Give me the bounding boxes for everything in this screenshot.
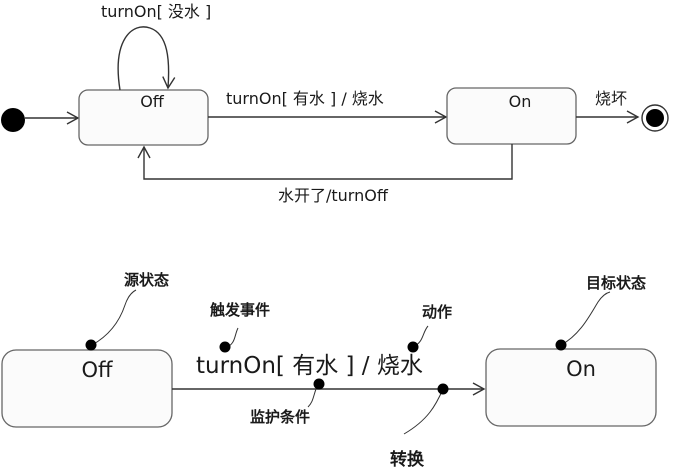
on-to-off-label: 水开了/turnOff xyxy=(278,186,388,205)
annotation-target-state: 目标状态 xyxy=(586,274,647,292)
dot-target-state xyxy=(555,339,567,351)
dot-guard-condition xyxy=(313,378,325,390)
transition-label: turnOn[ 有水 ] / 烧水 xyxy=(196,353,423,379)
on-to-final-label: 烧坏 xyxy=(595,89,628,108)
leader-source-state xyxy=(91,289,137,346)
annotation-transition: 转换 xyxy=(390,450,424,470)
dot-action xyxy=(407,341,419,353)
annotation-source-state: 源状态 xyxy=(124,271,170,289)
self-loop-arrow xyxy=(117,26,176,91)
off-to-on-label: turnOn[ 有水 ] / 烧水 xyxy=(226,89,384,108)
dot-transition xyxy=(437,383,449,395)
initial-state-dot xyxy=(1,108,25,132)
dot-trigger-event xyxy=(219,341,231,353)
self-loop-label: turnOn[ 没水 ] xyxy=(101,2,212,21)
transition-on-to-off-arrow xyxy=(137,144,513,180)
leader-target-state xyxy=(560,291,611,346)
dot-source-state xyxy=(85,339,97,351)
annotation-guard-condition: 监护条件 xyxy=(250,408,311,426)
annotation-action: 动作 xyxy=(422,303,453,321)
target-state-box[interactable] xyxy=(485,348,657,427)
leader-transition xyxy=(403,388,444,435)
state-off-label: Off xyxy=(140,92,164,111)
state-on-label: On xyxy=(508,92,532,111)
source-state-label: Off xyxy=(81,358,113,382)
target-state-label: On xyxy=(566,357,596,381)
annotation-trigger-event: 触发事件 xyxy=(210,301,271,319)
final-state-inner xyxy=(646,109,664,127)
